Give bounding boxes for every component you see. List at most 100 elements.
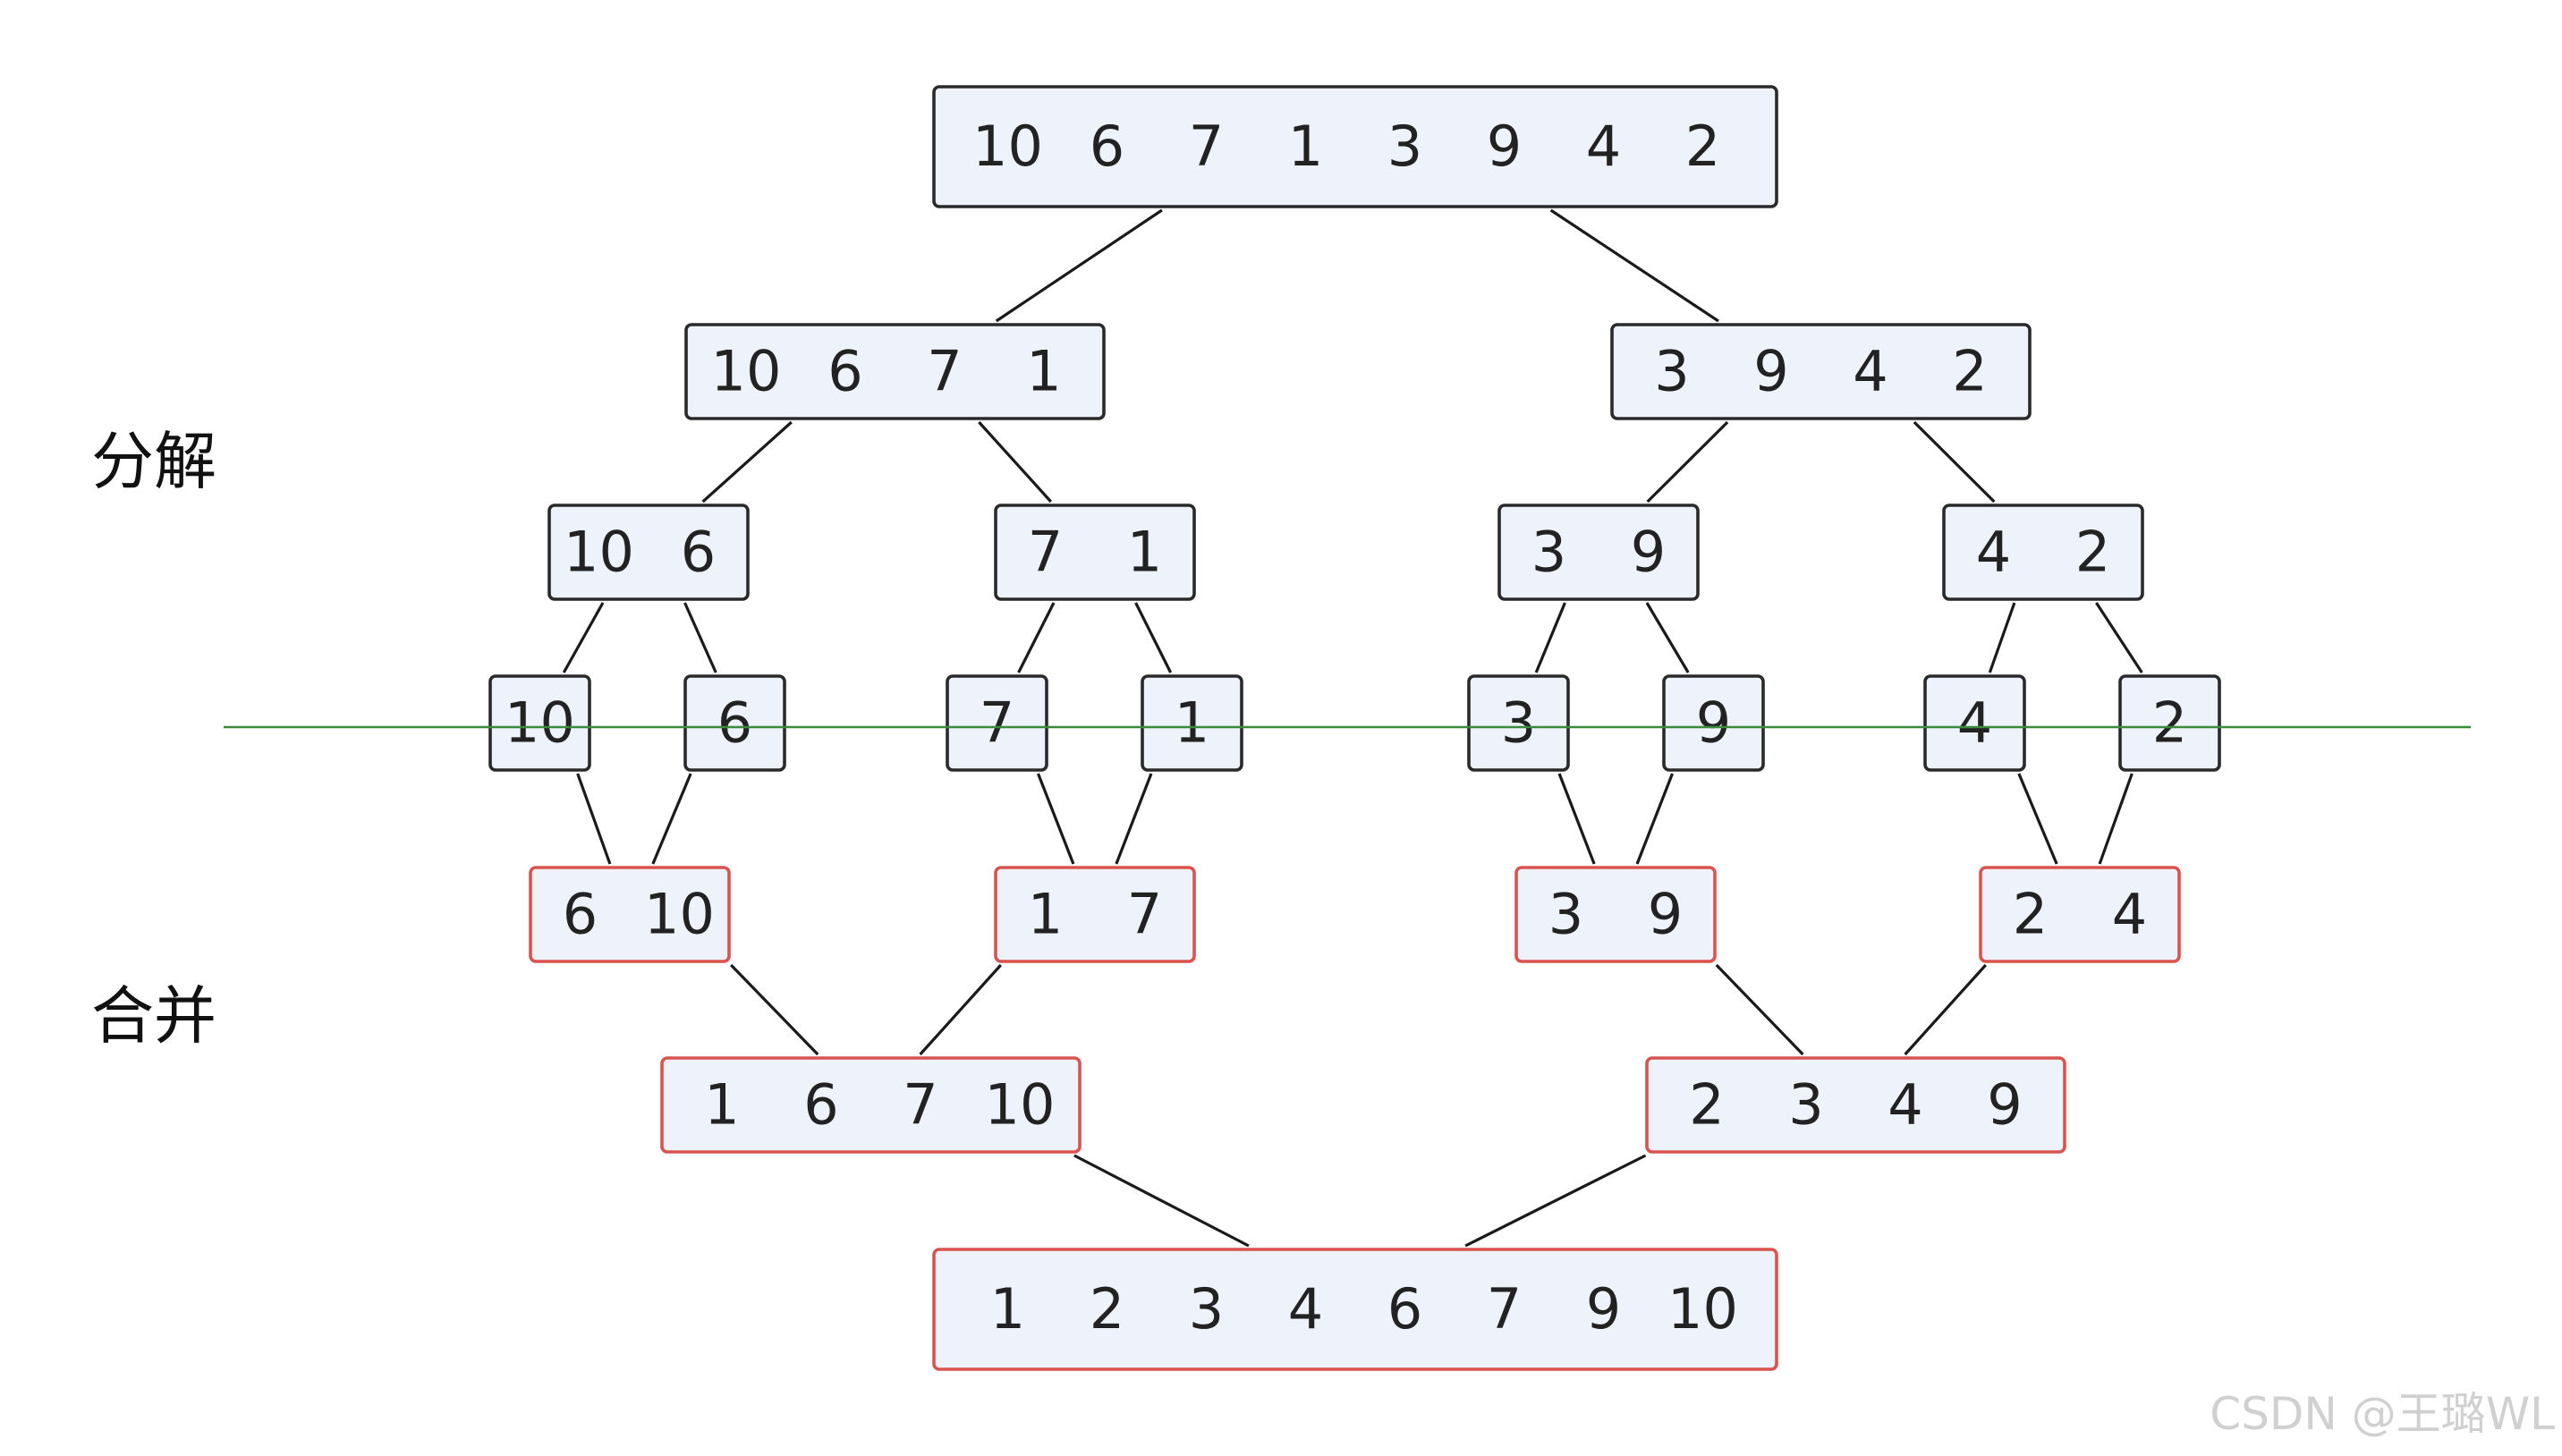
edge-R-RR [1913,420,1996,504]
edge-s3-mRL [1557,773,1596,865]
node-value: 9 [1631,520,1666,585]
node-box [1645,1056,2066,1154]
node-value: 9 [1696,690,1731,756]
node-box [2118,674,2221,772]
node-value: 6 [681,520,716,585]
node-value: 7 [1028,520,1063,585]
node-value: 1 [1127,520,1162,585]
node-value: 6 [803,1072,838,1138]
node-value: 1 [1028,882,1063,947]
node-box [683,674,786,772]
edge-mLR-mL [919,963,1002,1056]
node-box [1942,504,2144,601]
node-s1: 1 [1141,674,1243,772]
node-box [1923,674,2026,772]
edge-LL-s10 [562,602,605,673]
edge-s10-mLL [576,773,612,865]
node-box [660,1056,1082,1154]
node-box [946,674,1048,772]
node-value: 2 [2075,520,2110,585]
node-LL: 10 6 [547,504,750,601]
node-value: 7 [903,1072,937,1138]
edge-s4-mRR [2017,773,2058,865]
edge-LL-s6 [683,602,717,673]
node-mLL: 6 10 [529,866,731,963]
node-box [529,866,731,963]
node-value: 9 [1753,339,1788,404]
edge-mRR-mR [1904,963,1987,1056]
node-box [994,866,1196,963]
node-value: 4 [1853,339,1888,404]
node-box [932,85,1778,208]
node-value: 6 [717,690,752,756]
node-box [1610,323,2032,420]
edge-mLL-mL [730,963,819,1056]
edge-root-L [995,208,1163,323]
node-value: 3 [1788,1072,1823,1138]
node-value: 7 [1127,882,1162,947]
edge-RR-s2 [2095,602,2143,673]
edge-LR-s7 [1017,602,1056,673]
edge-s6-mLL [651,773,692,865]
node-value: 3 [1548,882,1583,947]
edge-s9-mRL [1635,773,1675,865]
node-value: 2 [1090,1276,1124,1342]
node-value: 6 [1090,114,1124,179]
node-s3: 3 [1467,674,1570,772]
node-value: 4 [1586,114,1621,179]
node-value: 1 [1175,690,1209,756]
edge-mL-final [1073,1154,1250,1248]
node-value: 4 [1957,690,1992,756]
edge-RL-s9 [1645,602,1690,673]
node-value: 6 [563,882,598,947]
node-box [1141,674,1243,772]
node-value: 10 [985,1072,1056,1138]
edge-root-R [1549,208,1719,323]
node-value: 6 [1387,1276,1422,1342]
node-value: 3 [1189,1276,1224,1342]
node-value: 7 [927,339,962,404]
watermark: CSDN @王璐WL [2210,1388,2555,1440]
node-box [994,504,1196,601]
edge-LR-s1 [1134,602,1173,673]
node-value: 2 [1952,339,1987,404]
node-value: 1 [704,1072,739,1138]
edge-R-RL [1646,420,1729,504]
edges-layer [562,208,2143,1248]
node-value: 10 [711,339,782,404]
node-value: 10 [505,690,575,756]
node-value: 4 [1888,1072,1922,1138]
edge-s7-mLR [1036,773,1075,865]
node-value: 9 [1586,1276,1621,1342]
edge-RL-s3 [1534,602,1566,673]
node-s2: 2 [2118,674,2221,772]
node-value: 10 [644,882,715,947]
node-value: 7 [1189,114,1224,179]
edge-s2-mRR [2098,773,2134,865]
node-value: 2 [2152,690,2187,756]
node-value: 9 [1987,1072,2022,1138]
node-value: 3 [1531,520,1566,585]
node-value: 9 [1487,114,1522,179]
node-value: 2 [2013,882,2048,947]
node-box [488,674,591,772]
node-s10: 10 [488,674,591,772]
edge-L-LL [701,420,793,504]
node-value: 10 [564,520,634,585]
merge-label: 合并 [91,979,216,1053]
edge-L-LR [978,420,1053,504]
edge-mR-final [1464,1154,1647,1248]
edge-mRL-mR [1715,963,1804,1056]
node-box [1514,866,1717,963]
